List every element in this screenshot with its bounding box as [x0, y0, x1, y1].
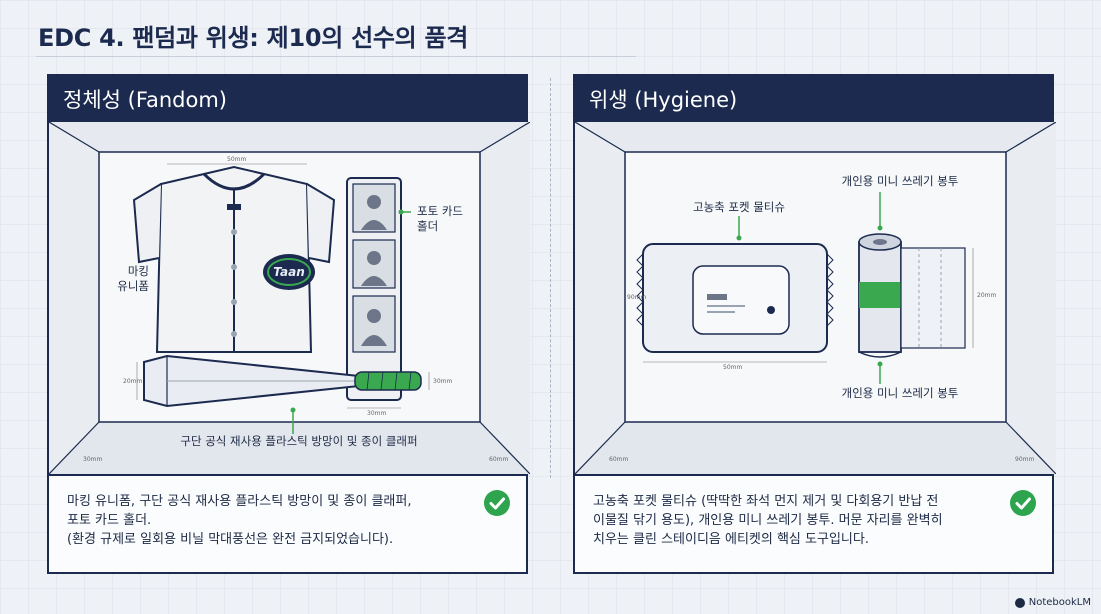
- dimension-bat-height: 20mm: [123, 378, 143, 385]
- brand-watermark: NotebookLM: [1014, 597, 1091, 608]
- check-icon: [1010, 490, 1036, 516]
- brand-name: NotebookLM: [1028, 597, 1091, 608]
- clappers-label: 구단 공식 재사용 플라스틱 방망이 및 종이 클래퍼: [180, 434, 418, 448]
- photo-card-holder-illustration: [346, 177, 402, 409]
- dimension-roll-height: 20mm: [977, 292, 997, 299]
- dimension-wipes-width: 50mm: [723, 364, 743, 371]
- hygiene-stage: 고농축 포켓 물티슈 개인용 미니 쓰레기 봉투 개인용 미니 쓰레기 봉투 9…: [573, 122, 1056, 474]
- page-title: EDC 4. 팬덤과 위생: 제10의 선수의 품격: [38, 24, 469, 52]
- hygiene-description: 고농축 포켓 물티슈 (딱딱한 좌석 먼지 제거 및 다회용기 반납 전 이물질…: [593, 494, 943, 547]
- dimension-jersey-width: 50mm: [227, 156, 247, 163]
- trash-bag-top-label: 개인용 미니 쓰레기 봉투: [841, 174, 959, 188]
- dimension-grip-height: 30mm: [433, 378, 453, 385]
- panel-divider: [550, 78, 551, 478]
- fandom-description-box: 마킹 유니폼, 구단 공식 재사용 플라스틱 방망이 및 종이 클래퍼, 포토 …: [47, 474, 528, 574]
- dimension-box-depth-left: 60mm: [609, 456, 629, 463]
- title-rule: [36, 56, 636, 57]
- dimension-wipes-height: 90mm: [627, 294, 647, 301]
- clapper-bat-illustration: [143, 354, 422, 408]
- notebooklm-logo-icon: [1014, 597, 1025, 608]
- trash-bag-roll-illustration: [858, 233, 974, 358]
- fandom-stage: Taan: [47, 122, 530, 474]
- jersey-illustration: [132, 165, 336, 353]
- fandom-header: 정체성 (Fandom): [47, 74, 528, 122]
- wet-wipes-illustration: [636, 243, 834, 363]
- trash-bag-bottom-label: 개인용 미니 쓰레기 봉투: [841, 386, 959, 400]
- hygiene-panel: 위생 (Hygiene): [573, 74, 1056, 474]
- photo-card-holder-label: 포토 카드 홀더: [417, 204, 463, 233]
- hygiene-header: 위생 (Hygiene): [573, 74, 1054, 122]
- fandom-illustration: Taan: [49, 122, 530, 474]
- dimension-box-depth-right: 90mm: [1015, 456, 1035, 463]
- dimension-box-depth-left: 30mm: [83, 456, 103, 463]
- dimension-box-depth-right: 60mm: [489, 456, 509, 463]
- jersey-logo-text: Taan: [273, 265, 305, 279]
- check-icon: [484, 490, 510, 516]
- wet-wipes-label: 고농축 포켓 물티슈: [693, 200, 785, 214]
- hygiene-description-box: 고농축 포켓 물티슈 (딱딱한 좌석 먼지 제거 및 다회용기 반납 전 이물질…: [573, 474, 1054, 574]
- dimension-holder-width: 30mm: [367, 410, 387, 417]
- hygiene-illustration: [575, 122, 1056, 474]
- fandom-description: 마킹 유니폼, 구단 공식 재사용 플라스틱 방망이 및 종이 클래퍼, 포토 …: [67, 494, 412, 547]
- fandom-panel: 정체성 (Fandom): [47, 74, 530, 474]
- jersey-label: 마킹 유니폼: [117, 264, 149, 293]
